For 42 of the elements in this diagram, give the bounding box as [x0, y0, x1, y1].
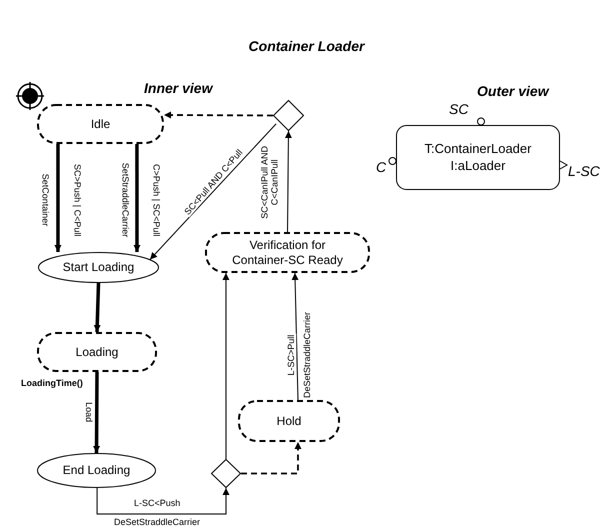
edge-label: C>Push | SC<Pull — [151, 162, 162, 238]
action-label: SetStraddleCarrier — [120, 162, 130, 238]
edge-label: L-SC<Push — [133, 498, 182, 508]
transition-arrow — [94, 282, 101, 332]
transition-arrow — [93, 372, 100, 454]
state-name: Hold — [276, 414, 302, 428]
type-name: T:ContainerLoader — [424, 141, 532, 158]
diagram-title: Container Loader — [248, 38, 366, 54]
transition-arrow — [222, 272, 230, 460]
transition-arrow — [150, 123, 277, 260]
port-label: L-SC — [568, 163, 600, 179]
state-name: End Loading — [62, 463, 130, 478]
port-label: C — [376, 159, 386, 175]
state-name: Loading — [76, 344, 118, 360]
action-label: DeSetStraddleCarrier — [302, 312, 312, 398]
state-name: Verification for Container-SC Ready — [231, 238, 344, 268]
action-label: DeSetStraddleCarrier — [114, 517, 200, 527]
action-label: SetContainer — [40, 174, 50, 226]
edge-label: SC<CanIPull AND C<CanIPull — [260, 144, 280, 220]
transition-arrow — [284, 130, 292, 232]
state-box — [37, 104, 164, 144]
transition-arrow — [292, 272, 299, 400]
edge-label: SC>Push | C<Pull — [72, 162, 82, 238]
instance-name: I:aLoader — [450, 158, 506, 174]
state-ellipse — [38, 252, 159, 283]
state-name: Idle — [90, 116, 110, 132]
component-box — [396, 125, 560, 190]
decision-diamond — [211, 459, 241, 488]
edge-label: L-SC>Pull — [286, 334, 296, 377]
transition-arrow — [133, 144, 140, 252]
transition-arrow — [164, 112, 273, 119]
view-heading: Outer view — [477, 83, 549, 99]
state-ellipse — [37, 453, 156, 488]
transition-arrow — [241, 442, 302, 474]
state-name: Start Loading — [62, 260, 134, 275]
transition-arrow — [54, 144, 62, 252]
timer-label: LoadingTime() — [21, 378, 83, 388]
decision-diamond — [273, 100, 304, 131]
transition-arrow — [96, 488, 230, 514]
view-heading: Inner view — [144, 80, 212, 96]
port-label: SC — [449, 101, 468, 117]
edge-label: Load — [84, 401, 94, 424]
